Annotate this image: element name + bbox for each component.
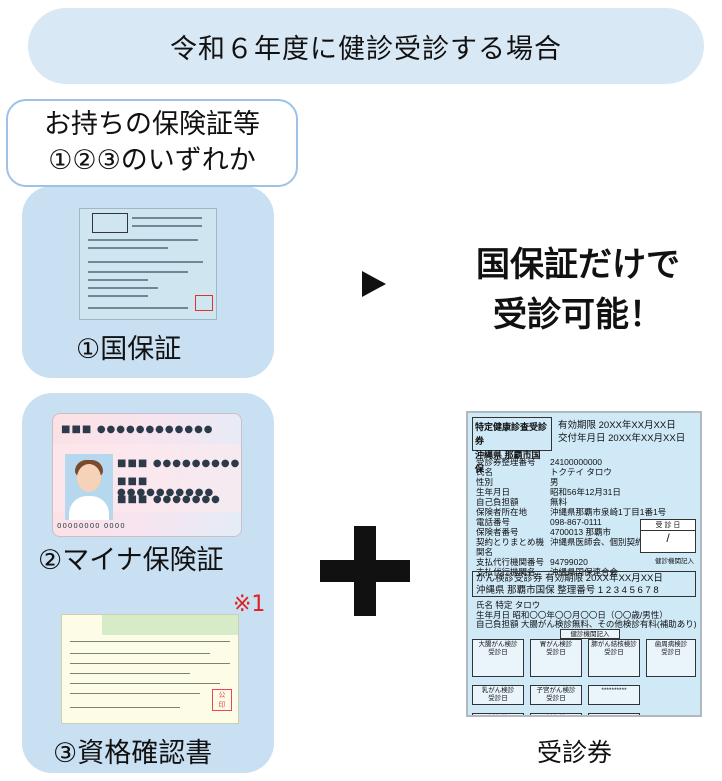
ticket-field-label: 契約とりまとめ機関名 <box>476 537 545 557</box>
footnote-mark: ※1 <box>233 592 266 617</box>
ticket-field-value: 昭和56年12月31日 <box>550 487 621 497</box>
card-header-box <box>92 213 128 233</box>
ticket-fields: 受診券整理番号 24100000000 氏名 トクテイ タロウ性別 男生年月日 昭和56年… <box>476 457 666 577</box>
kokuho-card-image <box>79 208 217 320</box>
ticket-field-row: 支払代行機関番号 94799020 <box>476 557 666 567</box>
plus-icon-vertical <box>354 526 376 616</box>
stamp-icon: 公印 <box>212 689 232 711</box>
ticket-field-label: 受診券整理番号 <box>476 457 536 467</box>
exam-grid-cell: 対象外 <box>530 713 582 715</box>
right-triangle-icon <box>362 271 386 297</box>
ticket-field-value: 4700013 那覇市 <box>550 527 611 537</box>
exam-grid-cell: 歯周病検診 受診日 <box>646 639 696 677</box>
exam-ticket-image: 特定健康診査受診券 沖縄県 那覇市国保 有効期限 20XX年XX月XX日 交付年… <box>466 411 702 717</box>
exam-date-box: 受 診 日 / <box>640 519 696 553</box>
banner-title: 令和６年度に健診受診する場合 <box>170 33 562 65</box>
result-line1: 国保証だけで <box>476 245 680 285</box>
title-banner: 令和６年度に健診受診する場合 <box>28 8 704 84</box>
cancer-ticket-header: がん検診受診券 有効期限 20XX年XX月XX日 沖縄県 那覇市国保 整理番号 … <box>472 571 696 597</box>
ticket-field-label: 支払代行機関番号 <box>476 557 545 567</box>
exam-grid-cell: ********** <box>588 713 640 715</box>
mynumber-card-image: ■■■ ●●●●●●●●●●●● ■■■ ●●●●●●●●● ■■■ ●●●●●… <box>52 413 242 537</box>
person-photo-icon <box>65 454 113 520</box>
ticket-field-label: 保険者番号 <box>476 527 519 537</box>
ticket-field-value: 098-867-0111 <box>550 517 602 527</box>
ticket-field-row: 氏名 トクテイ タロウ <box>476 467 666 477</box>
date-box-footer: 健診機関記入 <box>655 558 694 565</box>
exam-grid-cell: ********** <box>588 685 640 705</box>
ticket-field-value: 24100000000 <box>550 457 603 467</box>
ticket-field-value: 沖縄県国保連合会 <box>550 567 619 577</box>
result-line2: 受診可能！ <box>493 295 663 335</box>
card-caption-shikaku: ③資格確認書 <box>53 738 213 769</box>
ticket-field-label: 性別 <box>476 477 494 487</box>
ticket-field-row: 生年月日 昭和56年12月31日 <box>476 487 666 497</box>
ticket-title: 特定健康診査受診券 沖縄県 那覇市国保 <box>472 417 552 474</box>
ticket-field-row: 契約とりまとめ機関名沖縄県医師会、個別契約 <box>476 537 666 557</box>
ticket-field-label: 支払代行機関名 <box>476 567 536 577</box>
callout-line2: ①②③のいずれか <box>48 145 256 176</box>
ticket-field-value: 沖縄県医師会、個別契約 <box>550 537 644 547</box>
ticket-field-row: 電話番号 098-867-0111 <box>476 517 666 527</box>
ticket-caption: 受診券 <box>537 738 613 767</box>
card-caption-kokuho: ①国保証 <box>76 334 182 365</box>
result-message: 国保証だけで 受診可能！ <box>458 240 698 340</box>
eligibility-certificate-image: 公印 <box>61 614 239 724</box>
ticket-field-value: 男 <box>550 477 559 487</box>
exam-grid-cell: 胃がん検診 受診日 <box>530 639 582 677</box>
ticket-field-label: 生年月日 <box>476 487 511 497</box>
ticket-field-row: 保険者番号 4700013 那覇市 <box>476 527 666 537</box>
ticket-field-label: 氏名 <box>476 467 494 477</box>
callout-line1: お持ちの保険証等 <box>44 109 260 140</box>
ticket-field-label: 保険者所在地 <box>476 507 528 517</box>
exam-grid-cell: 乳がん検診 受診日 <box>472 685 524 705</box>
exam-grid-cell: 対象外 <box>472 713 524 715</box>
exam-grid-cell: 大腸がん検診 受診日 <box>472 639 524 677</box>
ticket-field-value: 94799020 <box>550 557 588 567</box>
red-seal-icon <box>195 295 213 311</box>
ticket-field-row: 支払代行機関名 沖縄県国保連合会 <box>476 567 666 577</box>
ticket-field-row: 性別 男 <box>476 477 666 487</box>
ticket-field-value: トクテイ タロウ <box>550 467 612 477</box>
ticket-validity: 有効期限 20XX年XX月XX日 交付年月日 20XX年XX月XX日 <box>558 420 686 444</box>
ticket-field-value: 沖縄県那覇市泉崎1丁目1番1号 <box>550 507 667 517</box>
ticket-field-row: 受診券整理番号 24100000000 <box>476 457 666 467</box>
card-caption-myna: ②マイナ保険証 <box>38 545 224 576</box>
ticket-field-value: 無料 <box>550 497 568 507</box>
ticket-field-row: 保険者所在地 沖縄県那覇市泉崎1丁目1番1号 <box>476 507 666 517</box>
ticket-field-row: 自己負担額 無料 <box>476 497 666 507</box>
exam-grid-cell: 子宮がん検診 受診日 <box>530 685 582 705</box>
grid-header: 健診機関記入 <box>560 629 620 639</box>
ticket-field-label: 電話番号 <box>476 517 511 527</box>
insurance-callout: お持ちの保険証等 ①②③のいずれか <box>6 99 298 187</box>
ticket-field-label: 自己負担額 <box>476 497 519 507</box>
card-dots: ■■■ ●●●●●●●●●●●● <box>61 424 214 435</box>
exam-grid-cell: 肺がん結核検診 受診日 <box>588 639 640 677</box>
cancer-person-info: 氏名 特定 タロウ 生年月日 昭和〇〇年〇〇月〇〇日（〇〇歳/男性） 自己負担額… <box>476 600 697 629</box>
